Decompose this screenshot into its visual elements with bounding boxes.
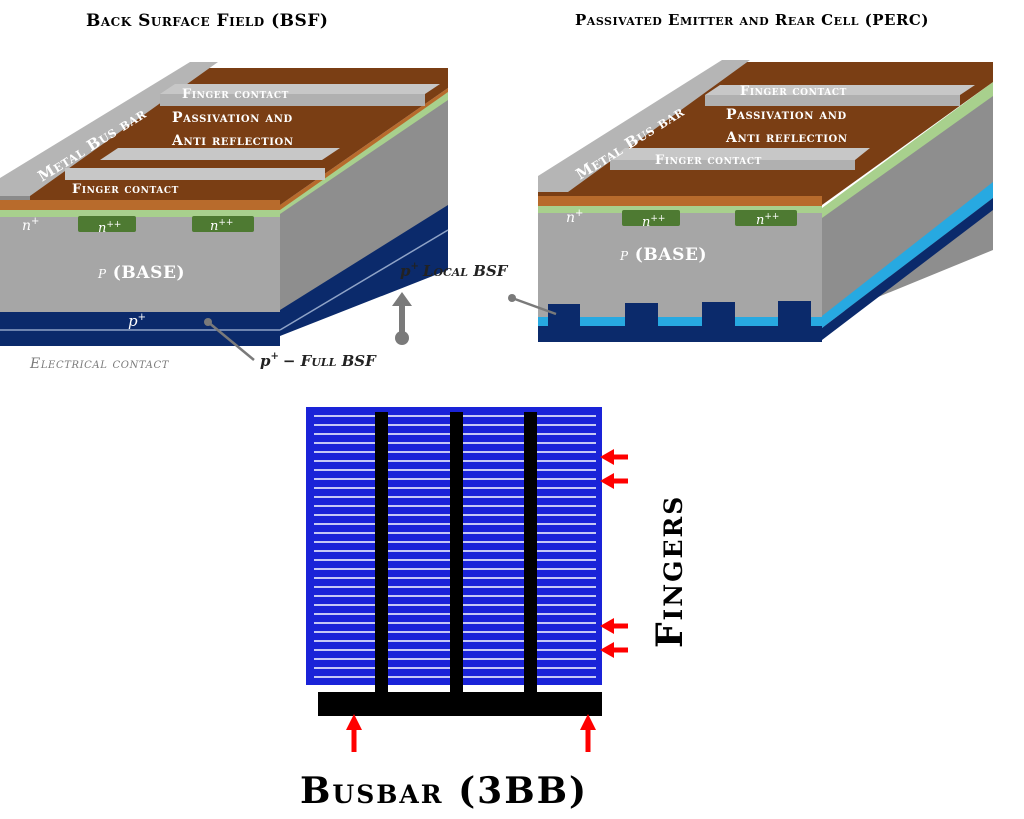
perc-side-grey (822, 88, 993, 320)
fingers-label: Fingers (649, 495, 691, 648)
bsf-pointer-line (207, 321, 255, 361)
bsf-npp-pad-1 (78, 216, 136, 232)
perc-cyan-layer (538, 317, 822, 327)
bsf-bottom-contact (0, 334, 280, 346)
perc-npp-pad-2 (735, 210, 797, 226)
finger-arrow-3 (600, 618, 628, 634)
busbar-2 (450, 412, 463, 694)
busbar-arrow-1 (346, 714, 362, 752)
perc-local-bsf-label: p+Local BSF (400, 261, 509, 280)
perc-pointer-line (511, 296, 557, 316)
bsf-passivation-label-1: Passivation and (172, 110, 293, 126)
perc-finger-contact-bottom-label: Finger contact (655, 153, 762, 168)
bsf-npp-label-1: n++ (98, 220, 121, 236)
bsf-top-edge (0, 200, 280, 210)
bsf-finger-contact-bottom-label: Finger contact (72, 182, 179, 197)
perc-finger-contact-top-label: Finger contact (740, 84, 847, 99)
bsf-base (0, 217, 280, 312)
busbar-3 (524, 412, 537, 694)
bsf-passivation-label-2: Anti reflection (171, 133, 294, 149)
finger-arrow-4 (600, 642, 628, 658)
perc-top-edge (538, 196, 822, 206)
bsf-side-line (279, 229, 449, 331)
perc-bus-bar (538, 60, 750, 192)
bsf-finger-mid (100, 148, 340, 160)
bsf-finger-top-front (160, 94, 425, 106)
perc-finger-top-front (705, 95, 960, 106)
bsf-title: Back Surface Field (BSF) (86, 11, 329, 31)
perc-local-contact-3 (702, 302, 735, 328)
bsf-p-plus-label: p+ (128, 312, 146, 330)
bsf-side-navy (280, 205, 448, 336)
finger-arrow-2 (600, 473, 628, 489)
perc-side-navy (822, 198, 993, 340)
perc-green-strip (538, 206, 822, 213)
bsf-base-label: p(BASE) (97, 263, 185, 283)
bsf-finger-contact-top-label: Finger contact (182, 87, 289, 102)
perc-passivation-label-2: Anti reflection (725, 130, 848, 146)
perc-local-contact-1 (548, 304, 580, 328)
perc-rear-contact (538, 326, 822, 342)
bsf-electrical-contact-label: Electrical contact (29, 356, 170, 372)
perc-cell: Metal Bus bar Finger contact Passivation… (400, 60, 993, 342)
busbar-arrow-2 (580, 714, 596, 752)
perc-finger-mid (610, 148, 870, 160)
perc-npp-pad-1 (622, 210, 680, 226)
bsf-n-plus-label: n+ (22, 216, 39, 234)
perc-n-plus-label: n+ (566, 208, 583, 226)
bsf-finger-mid-front (65, 168, 325, 180)
local-bsf-up-arrow (392, 292, 412, 345)
perc-title: Passivated Emitter and Rear Cell (PERC) (575, 11, 929, 29)
busbar-1 (375, 412, 388, 694)
bsf-finger-top (160, 84, 440, 94)
perc-base (538, 213, 822, 318)
cell-grid (306, 407, 602, 716)
perc-base-label: p(BASE) (619, 245, 707, 265)
busbar-bottom-bar (318, 692, 602, 716)
bsf-full-bsf-label: p+− Full BSF (260, 351, 377, 370)
perc-local-contact-4 (778, 301, 811, 328)
bsf-bus-bar-edge (0, 196, 30, 200)
busbar-arrows (346, 714, 596, 752)
busbar-label: Busbar (3BB) (300, 770, 588, 812)
finger-arrows (600, 449, 628, 658)
perc-side-green (822, 82, 993, 218)
finger-arrow-1 (600, 449, 628, 465)
perc-passivation-label-1: Passivation and (726, 107, 847, 123)
perc-finger-top (705, 85, 975, 95)
perc-npp-label-2: n++ (756, 212, 779, 228)
perc-finger-mid-front (610, 160, 855, 170)
bsf-side-green (280, 92, 448, 214)
bsf-green-strip (0, 210, 280, 217)
perc-side-cyan (822, 182, 993, 328)
bsf-npp-label-2: n++ (210, 218, 233, 234)
bsf-cell: Metal Bus bar Finger contact Passivation… (0, 62, 449, 372)
perc-npp-label-1: n++ (642, 214, 665, 230)
bsf-npp-pad-2 (192, 216, 254, 232)
bsf-p-plus-layer (0, 312, 280, 334)
perc-local-contact-2 (625, 303, 658, 328)
